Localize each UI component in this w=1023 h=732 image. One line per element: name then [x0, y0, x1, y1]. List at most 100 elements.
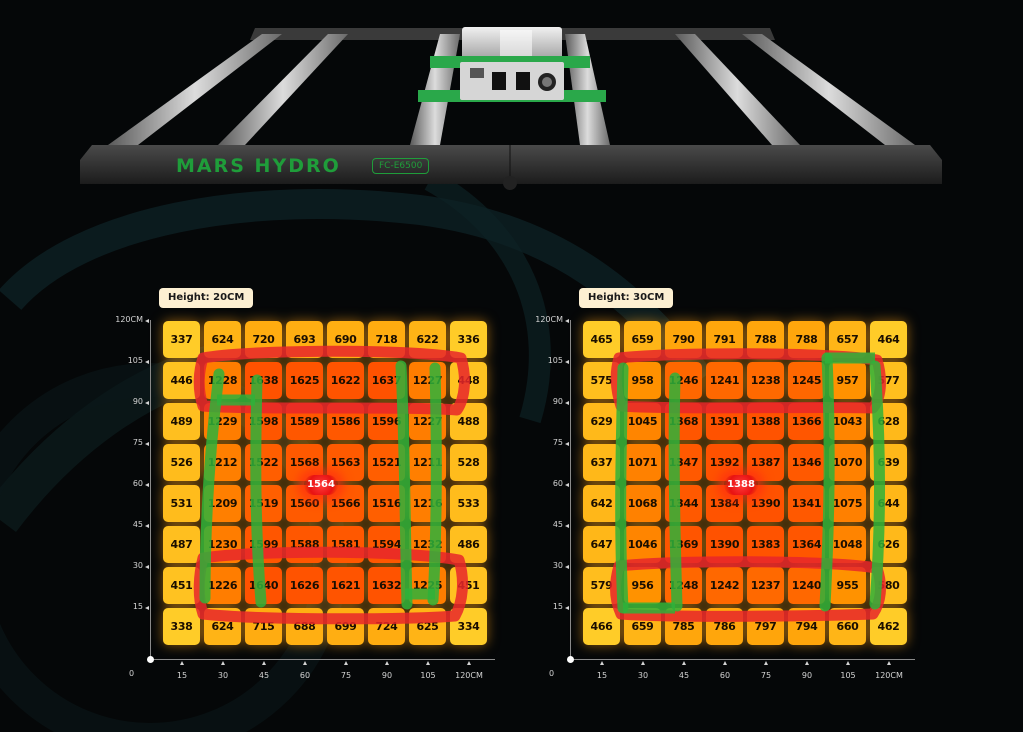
par-cell: 1625 [286, 362, 323, 399]
x-tick-label: 120CM [875, 671, 903, 680]
par-cell: 790 [665, 321, 702, 358]
par-cell: 1364 [788, 526, 825, 563]
par-cell: 1242 [706, 567, 743, 604]
x-tick-marker [466, 661, 471, 665]
par-cell: 1346 [788, 444, 825, 481]
par-cell: 1369 [665, 526, 702, 563]
par-cell: 1240 [788, 567, 825, 604]
par-cell: 451 [163, 567, 200, 604]
par-cell: 791 [706, 321, 743, 358]
par-cell: 1341 [788, 485, 825, 522]
x-tick-marker [763, 661, 768, 665]
par-cell: 1519 [245, 485, 282, 522]
y-tick-marker [145, 400, 149, 405]
par-cell: 1248 [665, 567, 702, 604]
y-tick-marker [145, 482, 149, 487]
par-cell: 1228 [204, 362, 241, 399]
par-cell: 1596 [368, 403, 405, 440]
par-cell: 486 [450, 526, 487, 563]
par-cell: 785 [665, 608, 702, 645]
x-tick-marker [425, 661, 430, 665]
par-cell: 451 [450, 567, 487, 604]
y-tick-marker [145, 605, 149, 610]
par-cell: 628 [870, 403, 907, 440]
x-tick-label: 105 [840, 671, 856, 680]
x-tick-marker [599, 661, 604, 665]
par-cell: 693 [286, 321, 323, 358]
par-cell: 622 [409, 321, 446, 358]
grow-light-fixture [80, 27, 942, 190]
par-cell: 1581 [327, 526, 364, 563]
y-tick-label: 30 [132, 561, 143, 570]
par-cell: 1599 [245, 526, 282, 563]
par-cell: 466 [583, 608, 620, 645]
y-tick-label: 105 [127, 356, 143, 365]
par-cell: 958 [624, 362, 661, 399]
y-tick-marker [145, 359, 149, 364]
par-cell: 657 [829, 321, 866, 358]
x-tick-label: 90 [381, 671, 393, 680]
y-tick-label: 90 [132, 397, 143, 406]
par-cell: 724 [368, 608, 405, 645]
par-cell: 533 [450, 485, 487, 522]
y-axis-line [150, 320, 151, 660]
par-cell: 647 [583, 526, 620, 563]
x-tick-label: 75 [760, 671, 772, 680]
x-tick-marker [681, 661, 686, 665]
par-cell: 786 [706, 608, 743, 645]
center-value-badge: 1388 [724, 475, 758, 495]
y-tick-marker [145, 441, 149, 446]
par-cell: 1075 [829, 485, 866, 522]
par-cell: 715 [245, 608, 282, 645]
par-cell: 1229 [204, 403, 241, 440]
par-cell: 1227 [409, 362, 446, 399]
par-cell: 1366 [788, 403, 825, 440]
par-cell: 690 [327, 321, 364, 358]
par-cell: 488 [450, 403, 487, 440]
par-cell: 465 [583, 321, 620, 358]
par-cell: 1640 [245, 567, 282, 604]
y-tick-marker [565, 359, 569, 364]
par-cell: 1391 [706, 403, 743, 440]
par-cell: 639 [870, 444, 907, 481]
par-cell: 489 [163, 403, 200, 440]
x-tick-label: 60 [719, 671, 731, 680]
par-cell: 1390 [706, 526, 743, 563]
par-cell: 1226 [204, 567, 241, 604]
par-cell: 642 [583, 485, 620, 522]
par-cell: 626 [870, 526, 907, 563]
par-cell: 337 [163, 321, 200, 358]
par-cell: 788 [788, 321, 825, 358]
origin-label: 0 [549, 669, 555, 678]
y-tick-label: 120CM [115, 315, 143, 324]
y-tick-marker [565, 564, 569, 569]
x-tick-label: 45 [678, 671, 690, 680]
x-tick-label: 60 [299, 671, 311, 680]
par-cell: 625 [409, 608, 446, 645]
par-cell: 464 [870, 321, 907, 358]
x-tick-marker [343, 661, 348, 665]
par-cell: 956 [624, 567, 661, 604]
par-cell: 1588 [286, 526, 323, 563]
par-cell: 659 [624, 608, 661, 645]
x-tick-label: 45 [258, 671, 270, 680]
par-cell: 1638 [245, 362, 282, 399]
par-cell: 955 [829, 567, 866, 604]
x-tick-marker [179, 661, 184, 665]
y-tick-marker [145, 564, 149, 569]
par-cell: 1521 [368, 444, 405, 481]
par-cell: 580 [870, 567, 907, 604]
par-cell: 720 [245, 321, 282, 358]
par-cell: 1589 [286, 403, 323, 440]
par-cell: 575 [583, 362, 620, 399]
y-axis-line [570, 320, 571, 660]
par-cell: 1586 [327, 403, 364, 440]
par-cell: 1070 [829, 444, 866, 481]
x-tick-marker [384, 661, 389, 665]
x-tick-marker [640, 661, 645, 665]
par-cell: 1043 [829, 403, 866, 440]
par-cell: 1048 [829, 526, 866, 563]
y-tick-marker [565, 318, 569, 323]
